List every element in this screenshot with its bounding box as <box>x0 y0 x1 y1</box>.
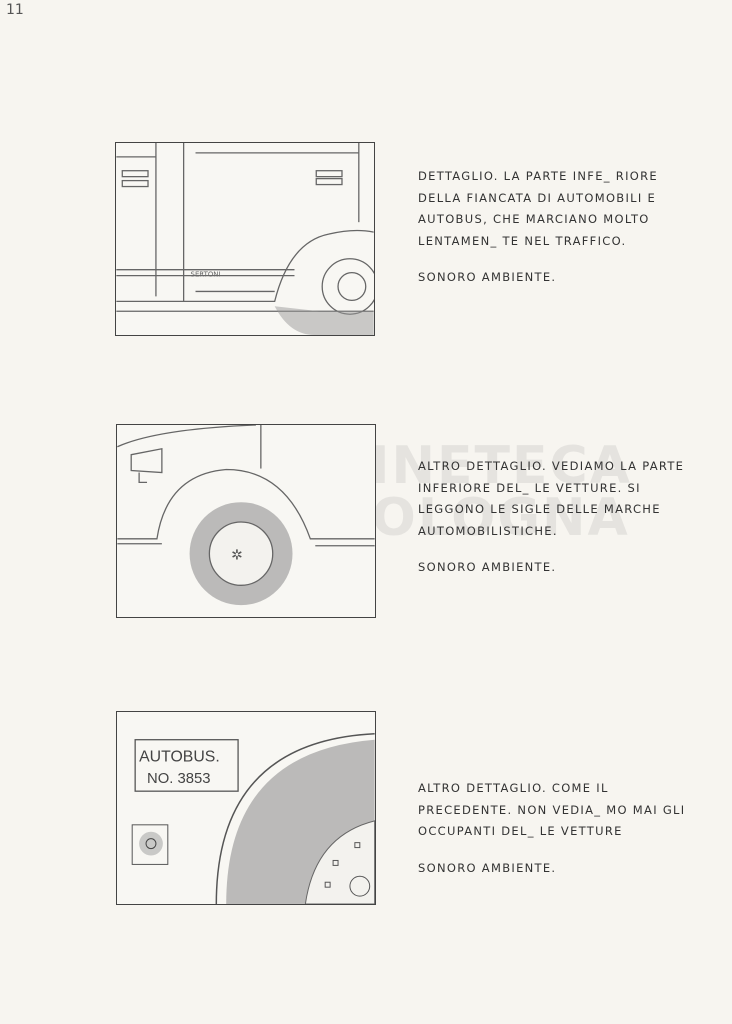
caption-2: ALTRO DETTAGLIO. VEDIAMO LA PARTE INFERI… <box>418 456 698 579</box>
storyboard-frame-2: ✲ <box>116 424 376 618</box>
caption-sound: SONORO AMBIENTE. <box>418 270 557 284</box>
caption-description: ALTRO DETTAGLIO. COME IL PRECEDENTE. NON… <box>418 781 686 838</box>
caption-1: DETTAGLIO. LA PARTE INFE_ RIORE DELLA FI… <box>418 166 688 289</box>
hubcap-logo-icon: ✲ <box>231 548 243 564</box>
sketch-label: SERTONI <box>191 271 221 279</box>
sketch-car-side: SERTONI <box>116 143 374 335</box>
caption-3: ALTRO DETTAGLIO. COME IL PRECEDENTE. NON… <box>418 778 708 879</box>
caption-description: ALTRO DETTAGLIO. VEDIAMO LA PARTE INFERI… <box>418 459 685 538</box>
sketch-car-wheel: ✲ <box>117 425 375 606</box>
watermark-line2: BOLOGNA <box>330 488 630 548</box>
sketch-bus-wheel: AUTOBUS. NO. 3853 <box>131 733 375 904</box>
page-number: 11 <box>6 2 24 18</box>
bus-sign-line1: AUTOBUS. <box>139 748 220 765</box>
caption-sound: SONORO AMBIENTE. <box>418 860 557 875</box>
bus-sign-line2: NO. 3853 <box>147 771 210 787</box>
caption-sound: SONORO AMBIENTE. <box>418 560 557 574</box>
storyboard-frame-3: AUTOBUS. NO. 3853 <box>116 711 376 905</box>
watermark: CINETECA BOLOGNA <box>330 440 632 544</box>
caption-description: DETTAGLIO. LA PARTE INFE_ RIORE DELLA FI… <box>418 169 658 248</box>
storyboard-frame-1: SERTONI <box>115 142 375 336</box>
watermark-line1: CINETECA <box>330 436 632 496</box>
